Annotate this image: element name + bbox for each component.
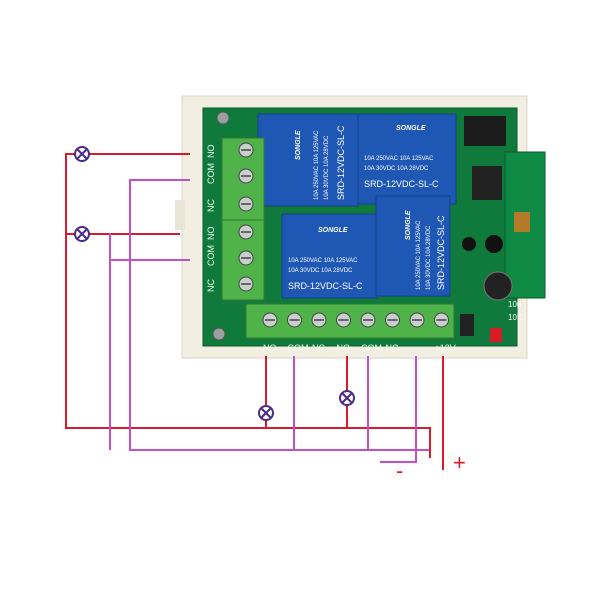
relay-1-brand: SONGLE — [295, 130, 302, 160]
relay-3-brand: SONGLE — [318, 227, 348, 234]
relay-2-spec1: 10A 250VAC 10A 125VAC — [364, 156, 434, 162]
lamp-3 — [258, 405, 274, 421]
led-indicator — [490, 328, 502, 342]
purple-wire-minus — [380, 356, 417, 463]
bottom-terminal-label: +12V — [435, 343, 456, 353]
enclosure-tab — [175, 200, 185, 230]
left-terminal-labels: NO COM NC NO COM NC — [206, 145, 216, 293]
left-terminal-label: COM — [206, 163, 216, 184]
relay-2: SONGLE 10A 250VAC 10A 125VAC 10A 30VDC 1… — [357, 113, 457, 205]
capacitor — [462, 237, 476, 251]
purple-wires — [109, 179, 430, 463]
relay-1-model: SRD-12VDC-SL-C — [336, 125, 346, 200]
bottom-terminal-label: - — [410, 343, 413, 353]
left-terminal-label: NO — [206, 227, 216, 241]
relay-2-model: SRD-12VDC-SL-C — [364, 179, 439, 189]
decoder-chip — [472, 166, 502, 200]
antenna-coil — [464, 116, 506, 146]
relay-4-brand: SONGLE — [405, 210, 412, 240]
relay-2-brand: SONGLE — [396, 125, 426, 132]
relay-4-spec2: 10A 30VDC 10A 28VDC — [426, 225, 432, 290]
relay-1: SONGLE 10A 250VAC 10A 125VAC 10A 30VDC 1… — [257, 113, 359, 207]
relay-3: SONGLE 10A 250VAC 10A 125VAC 10A 30VDC 1… — [281, 213, 379, 299]
learn-button — [460, 314, 474, 336]
capacitor — [485, 235, 503, 253]
electrolytic-capacitor — [483, 271, 513, 301]
relay-3-spec2: 10A 30VDC 10A 28VDC — [288, 268, 353, 274]
relay-3-spec1: 10A 250VAC 10A 125VAC — [288, 258, 358, 264]
left-terminal-label: NO — [206, 145, 216, 159]
bottom-terminal-label: NO — [263, 343, 277, 353]
relay-4: SONGLE 10A 250VAC 10A 125VAC 10A 30VDC 1… — [375, 195, 451, 297]
bottom-terminal-label: NC — [386, 343, 399, 353]
power-minus-label: - — [396, 458, 403, 483]
bottom-terminal-label: COM — [288, 343, 309, 353]
left-terminal-screws — [238, 142, 254, 292]
relay-1-spec2: 10A 30VDC 10A 28VDC — [324, 135, 330, 200]
mount-screw — [212, 327, 226, 341]
red-wire-outer — [65, 153, 431, 445]
bottom-terminal-label: NO — [337, 343, 351, 353]
relay-2-spec2: 10A 30VDC 10A 28VDC — [364, 166, 429, 172]
bottom-terminal-label: NC — [312, 343, 325, 353]
lamp-4 — [339, 390, 355, 406]
relay-3-model: SRD-12VDC-SL-C — [288, 281, 363, 291]
power-plus-label: + — [453, 450, 466, 475]
left-terminal-label: NC — [206, 279, 216, 292]
mount-screw — [216, 111, 230, 125]
relay-1-spec1: 10A 250VAC 10A 125VAC — [314, 130, 320, 200]
left-terminal-label: COM — [206, 245, 216, 266]
pcb-label-100: 100 — [508, 300, 522, 309]
lamp-2 — [74, 226, 90, 242]
lamp-1 — [74, 146, 90, 162]
purple-wire-outer — [129, 179, 430, 451]
bottom-terminal-label: COM — [361, 343, 382, 353]
purple-wire-left-2 — [109, 233, 190, 261]
pcb-label-10k: 10K — [508, 313, 523, 322]
relay-4-spec1: 10A 250VAC 10A 125VAC — [416, 220, 422, 290]
relay-4-model: SRD-12VDC-SL-C — [436, 215, 446, 290]
left-terminal-label: NC — [206, 199, 216, 212]
bottom-terminal-screws — [262, 312, 449, 328]
inductor — [514, 212, 530, 232]
